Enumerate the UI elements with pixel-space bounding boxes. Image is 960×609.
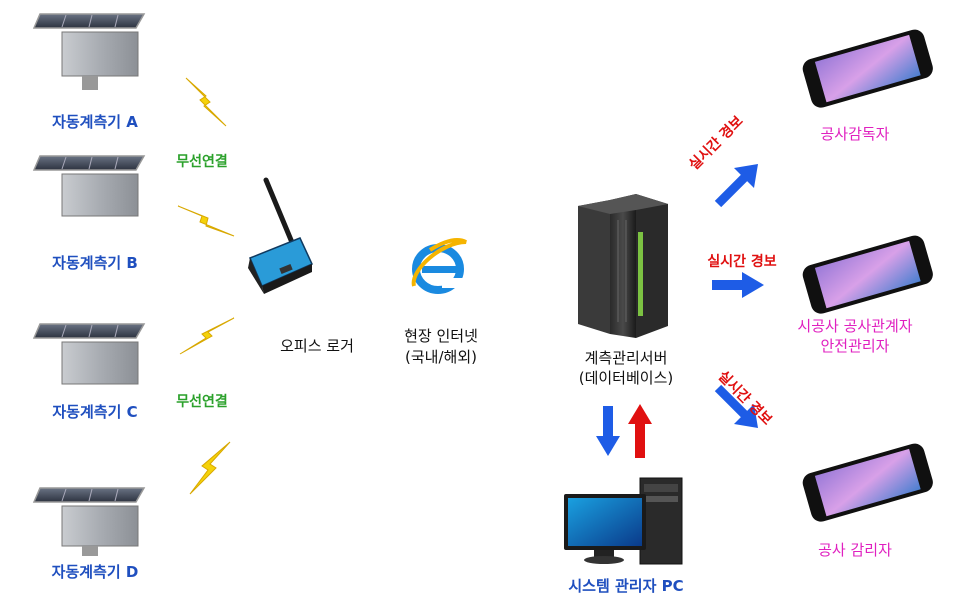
smartphone-icon	[802, 443, 933, 522]
measuring-device-icon	[32, 155, 146, 217]
server-icon	[578, 194, 668, 338]
lightning-bolt-icon	[179, 317, 235, 355]
arrow-up-right-icon	[714, 164, 758, 208]
arrow-down-icon	[596, 406, 620, 456]
device-b	[32, 152, 147, 236]
server-label-line1: 계측관리서버	[584, 349, 668, 367]
device-d-label: 자동계측기 D	[51, 563, 139, 581]
arrow-down-right-icon	[714, 384, 758, 428]
lightning-bolt-icon	[177, 205, 235, 237]
device-a-label: 자동계측기 A	[52, 113, 138, 131]
measuring-device-icon	[32, 323, 146, 385]
receiver-label-2-line2: 안전관리자	[820, 337, 890, 355]
logger-label: 오피스 로거	[280, 337, 354, 355]
arrow-right-icon	[712, 272, 764, 298]
device-c	[32, 320, 147, 404]
smartphone-icon	[802, 29, 933, 108]
measuring-device-icon	[32, 487, 146, 556]
device-c-label: 자동계측기 C	[52, 403, 138, 421]
smartphone-icon	[802, 235, 933, 314]
device-b-label: 자동계측기 B	[52, 254, 138, 272]
receiver-label-2-line1: 시공사 공사관계자	[797, 317, 913, 335]
lightning-bolt-icon	[185, 77, 227, 127]
receiver-label-1: 공사감독자	[820, 125, 890, 143]
desktop-pc-icon	[564, 477, 683, 565]
alert-label-middle: 실시간 경보	[707, 254, 777, 270]
internet-label-line1: 현장 인터넷	[404, 327, 478, 345]
internet-explorer-icon	[411, 238, 467, 294]
wireless-label-bottom: 무선연결	[176, 394, 228, 410]
receiver-label-3: 공사 감리자	[818, 541, 892, 559]
device-d	[32, 484, 147, 563]
router-icon	[248, 177, 314, 294]
arrow-up-icon	[628, 404, 652, 458]
server-label-line2: (데이터베이스)	[578, 369, 674, 387]
lightning-bolt-icon	[189, 441, 231, 495]
admin-pc-label: 시스템 관리자 PC	[568, 577, 684, 595]
internet-label-line2: (국내/해외)	[405, 348, 477, 366]
device-a	[32, 10, 147, 99]
measuring-device-icon	[32, 13, 146, 90]
wireless-label-top: 무선연결	[176, 154, 228, 170]
